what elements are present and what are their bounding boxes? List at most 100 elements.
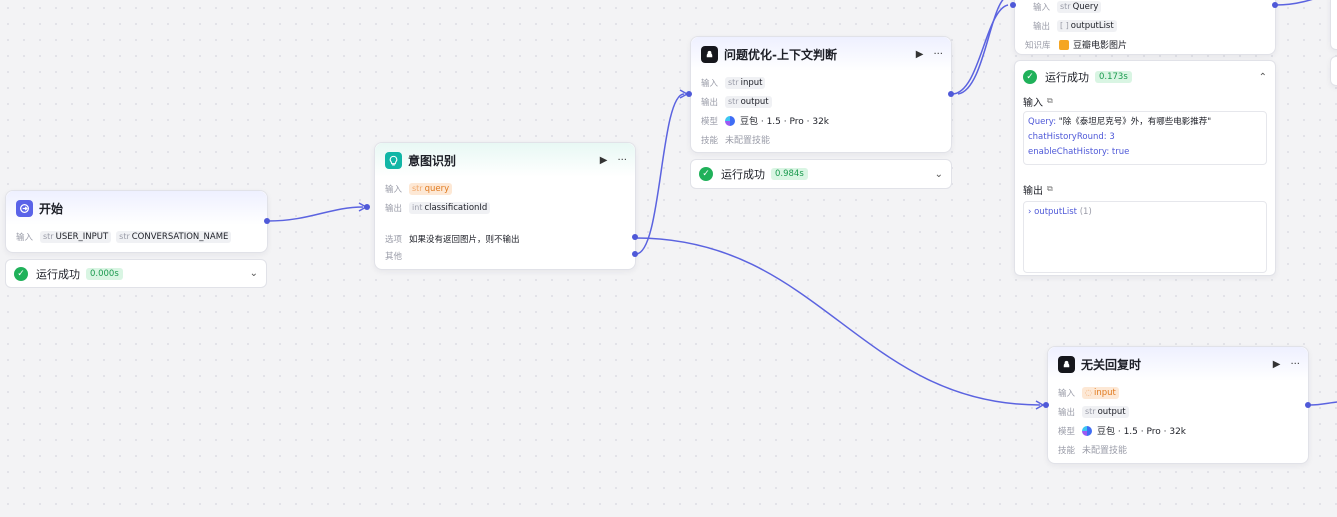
- output-tag: [ ]outputList: [1057, 19, 1117, 32]
- offscreen-node-edge: [1330, 0, 1337, 50]
- doubao-logo-icon: [725, 115, 735, 126]
- start-node-title: 开始: [39, 201, 64, 216]
- intent-input-port[interactable]: [364, 204, 370, 210]
- doubao-logo-icon: [1082, 425, 1092, 436]
- chevron-down-icon[interactable]: ⌄: [249, 268, 258, 279]
- edge-optimize-kb: [951, 4, 1009, 95]
- optimize-skill-row: 技能 未配置技能: [691, 130, 951, 149]
- irrelevant-skill-row: 技能 未配置技能: [1048, 440, 1308, 459]
- edge-intent-irrelevant-arrow: [1035, 400, 1045, 410]
- status-text: 运行成功: [721, 168, 765, 181]
- optimize-node-title: 问题优化-上下文判断: [724, 47, 837, 62]
- copy-icon[interactable]: ⧉: [1047, 184, 1053, 193]
- kb-result-input-box: Query: "除《泰坦尼克号》外，有哪些电影推荐" chatHistoryRo…: [1023, 111, 1267, 165]
- kb-result-panel[interactable]: ✓ 运行成功 0.173s ⌃ 输入⧉ Query: "除《泰坦尼克号》外，有哪…: [1014, 60, 1276, 276]
- output-label: 输出: [1058, 407, 1076, 418]
- run-time-badge: 0.000s: [86, 267, 123, 280]
- input-label: 输入: [16, 232, 34, 243]
- more-icon[interactable]: ···: [617, 154, 627, 166]
- output-tree-item[interactable]: › outputList (1): [1028, 207, 1092, 217]
- edge-optimize-kb-b: [957, 0, 1004, 95]
- kb-label: 知识库: [1025, 40, 1051, 51]
- more-icon[interactable]: ···: [933, 48, 943, 60]
- run-time-badge: 0.984s: [771, 168, 808, 180]
- skill-label: 技能: [1058, 445, 1076, 456]
- intent-other-port[interactable]: [632, 251, 638, 257]
- optimize-node-header: 问题优化-上下文判断 ▶ ···: [691, 37, 951, 71]
- optimize-input-port[interactable]: [686, 91, 692, 97]
- option-text: 如果没有返回图片，则不输出: [409, 234, 520, 245]
- chevron-up-icon[interactable]: ⌃: [1258, 71, 1267, 83]
- other-label: 其他: [385, 251, 403, 262]
- intent-node-header: 意图识别 ▶ ···: [375, 143, 635, 177]
- optimize-model-row: 模型 豆包 · 1.5 · Pro · 32k: [691, 111, 951, 130]
- success-check-icon: ✓: [699, 167, 713, 181]
- irrelevant-model-row: 模型 豆包 · 1.5 · Pro · 32k: [1048, 421, 1308, 440]
- skill-label: 技能: [701, 135, 719, 146]
- copy-icon[interactable]: ⧉: [1047, 96, 1053, 105]
- chevron-down-icon[interactable]: ⌄: [934, 168, 943, 180]
- irrelevant-node-title: 无关回复时: [1081, 357, 1142, 372]
- start-status-bar[interactable]: ✓ 运行成功 0.000s ⌄: [5, 259, 267, 288]
- llm-bot-icon: [1058, 355, 1075, 373]
- kb-output-row: 输出 [ ]outputList: [1015, 16, 1275, 35]
- input-label: 输入: [701, 78, 719, 89]
- output-label: 输出: [1033, 21, 1051, 32]
- run-time-badge: 0.173s: [1095, 71, 1132, 83]
- irrelevant-node-header: 无关回复时 ▶ ···: [1048, 347, 1308, 381]
- input-label: 输入: [385, 184, 403, 195]
- intent-option-port[interactable]: [632, 234, 638, 240]
- kb-result-output-title: 输出⧉: [1023, 184, 1053, 197]
- optimize-output-port[interactable]: [948, 91, 954, 97]
- intent-bulb-icon: [385, 151, 402, 169]
- start-node-header: 开始: [6, 191, 267, 225]
- model-name: 豆包 · 1.5 · Pro · 32k: [740, 117, 830, 127]
- knowledge-base-icon: [1059, 39, 1069, 50]
- edge-intent-optimize: [635, 93, 685, 255]
- output-label: 输出: [385, 203, 403, 214]
- status-text: 运行成功: [36, 267, 80, 281]
- play-icon[interactable]: ▶: [915, 48, 924, 60]
- intent-option-row: 选项 如果没有返回图片，则不输出: [375, 229, 635, 248]
- edge-intent-irrelevant: [635, 237, 1041, 406]
- kb-name: 豆瓣电影图片: [1073, 41, 1128, 51]
- play-icon[interactable]: ▶: [1272, 358, 1281, 370]
- input-line: enableChatHistory: true: [1028, 147, 1130, 157]
- kb-name-row: 知识库 豆瓣电影图片: [1015, 35, 1275, 54]
- output-label: 输出: [701, 97, 719, 108]
- option-label: 选项: [385, 234, 403, 245]
- model-name: 豆包 · 1.5 · Pro · 32k: [1097, 427, 1187, 437]
- kb-result-input-title: 输入⧉: [1023, 96, 1053, 109]
- irrelevant-output-port[interactable]: [1305, 402, 1311, 408]
- success-check-icon: ✓: [14, 266, 28, 281]
- more-icon[interactable]: ···: [1290, 358, 1300, 370]
- kb-input-port[interactable]: [1010, 2, 1016, 8]
- irrelevant-input-port[interactable]: [1043, 402, 1049, 408]
- skill-value: 未配置技能: [725, 136, 771, 146]
- login-icon: [16, 199, 33, 217]
- status-text: 运行成功: [1045, 71, 1089, 84]
- kb-output-port[interactable]: [1272, 2, 1278, 8]
- optimize-status-bar[interactable]: ✓ 运行成功 0.984s ⌄: [690, 159, 952, 189]
- irrelevant-input-row: 输入 ◌input: [1048, 383, 1308, 402]
- start-output-port[interactable]: [264, 218, 270, 224]
- input-label: 输入: [1033, 2, 1051, 13]
- warning-circle-icon: ◌: [1085, 388, 1092, 397]
- kb-result-output-box: › outputList (1): [1023, 201, 1267, 273]
- play-icon[interactable]: ▶: [599, 154, 608, 166]
